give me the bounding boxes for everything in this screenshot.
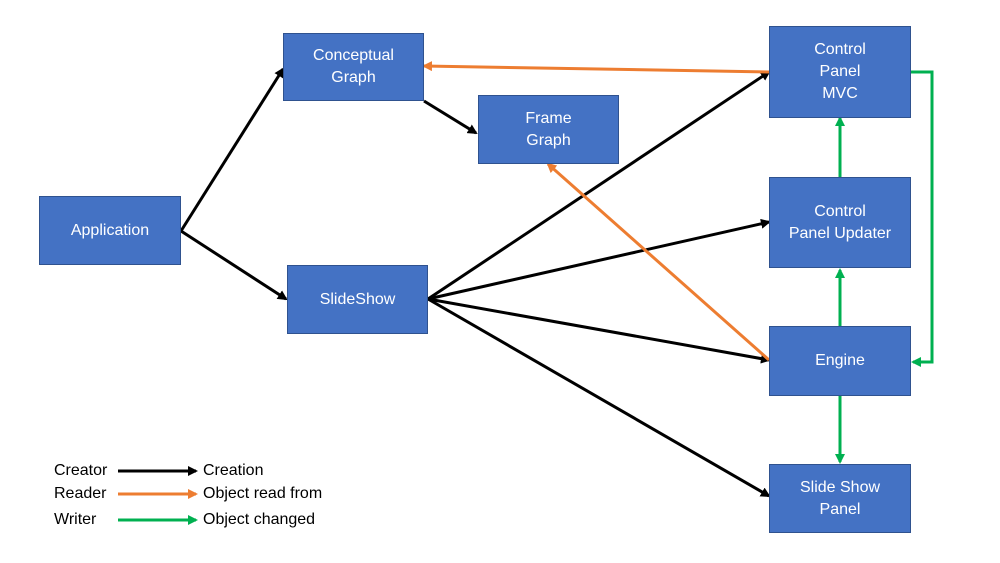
- node-frame-graph: Frame Graph: [478, 95, 619, 164]
- node-engine: Engine: [769, 326, 911, 396]
- edge-application-conceptual-graph: [179, 67, 285, 232]
- node-conceptual-graph: Conceptual Graph: [283, 33, 424, 101]
- legend-read: Object read from: [203, 485, 323, 502]
- node-application: Application: [39, 196, 181, 265]
- edge-slideshow-control-panel-updater: [427, 218, 771, 301]
- edge-slideshow-engine: [427, 297, 771, 364]
- node-control-panel-updater: Control Panel Updater: [769, 177, 911, 268]
- node-slide-show-panel: Slide Show Panel: [769, 464, 911, 533]
- node-control-panel-mvc: Control Panel MVC: [769, 26, 911, 118]
- edge-slideshow-control-panel-mvc: [427, 70, 771, 301]
- legend-creator: Creator: [54, 462, 108, 479]
- edge-slideshow-slide-show-panel: [427, 297, 771, 498]
- legend-writer: Writer: [54, 511, 97, 528]
- edge-conceptual-graph-frame-graph: [423, 99, 478, 135]
- edge-application-slideshow: [180, 229, 288, 301]
- edge-engine-frame-graph: [546, 162, 770, 362]
- legend-creation: Creation: [203, 462, 264, 479]
- edge-control-panel-mvc-engine: [911, 70, 934, 367]
- node-slideshow: SlideShow: [287, 265, 428, 334]
- legend-reader: Reader: [54, 485, 107, 502]
- legend-changed: Object changed: [203, 511, 316, 528]
- edge-control-panel-mvc-conceptual-graph: [422, 61, 770, 74]
